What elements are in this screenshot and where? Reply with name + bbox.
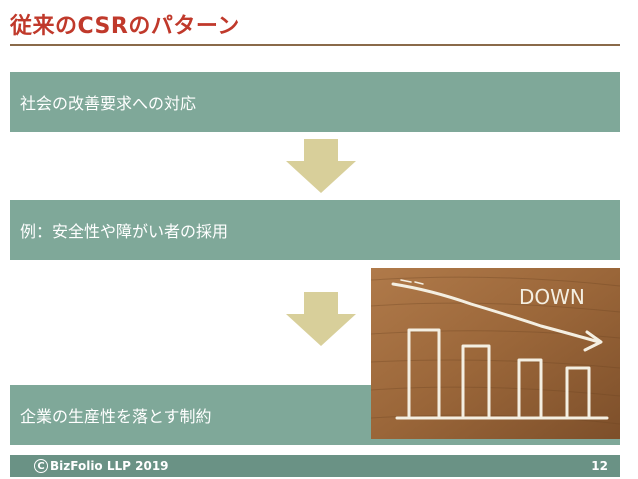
declining-chart-photo: DOWN (371, 268, 620, 439)
footer-bar: C BizFolio LLP 2019 12 (10, 455, 620, 477)
copyright-text: BizFolio LLP 2019 (50, 459, 169, 473)
down-arrow-icon (286, 139, 356, 193)
step-1-band: 社会の改善要求への対応 (10, 72, 620, 132)
page-number: 12 (591, 459, 608, 473)
copyright-icon: C (34, 459, 48, 473)
title-divider (10, 44, 620, 46)
down-arrow-icon (286, 292, 356, 346)
slide-title: 従来のCSRのパターン (10, 14, 240, 39)
step-2-label: 例：安全性や障がい者の採用 (20, 222, 229, 241)
step-3-label: 企業の生産性を落とす制約 (20, 407, 212, 426)
down-text: DOWN (519, 285, 585, 309)
step-1-label: 社会の改善要求への対応 (20, 94, 197, 113)
step-2-band: 例：安全性や障がい者の採用 (10, 200, 620, 260)
copyright: C BizFolio LLP 2019 (34, 459, 169, 473)
